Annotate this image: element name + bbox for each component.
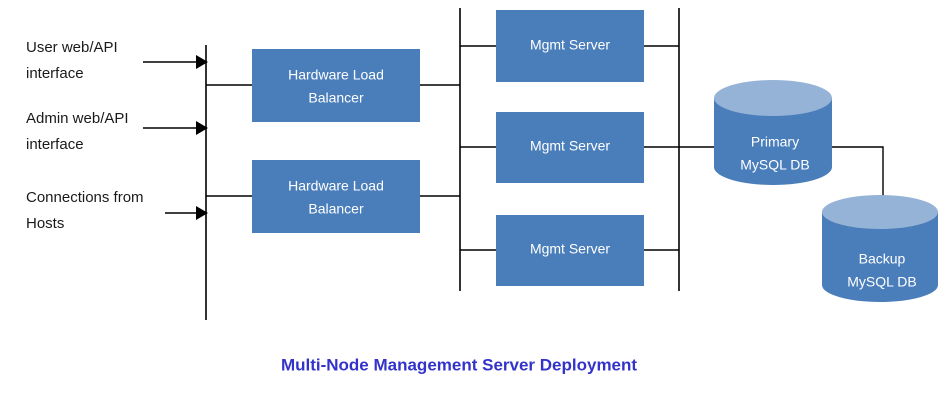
node-mgmt-server-1[interactable]: Mgmt Server bbox=[496, 10, 644, 82]
input-label-hosts-line2: Hosts bbox=[26, 215, 64, 232]
primary-db-label-line1: Primary bbox=[751, 134, 799, 150]
input-arrow-admin bbox=[143, 121, 208, 135]
lb-1-label-line1: Hardware Load bbox=[288, 67, 384, 83]
node-mgmt-server-2[interactable]: Mgmt Server bbox=[496, 112, 644, 183]
input-label-connections-from-hosts: Connections from Hosts bbox=[26, 189, 144, 232]
primary-db-label-line2: MySQL DB bbox=[740, 157, 810, 173]
backup-db-label-line1: Backup bbox=[859, 251, 906, 267]
node-hardware-load-balancer-2[interactable]: Hardware Load Balancer bbox=[252, 160, 420, 233]
input-label-user-web-api: User web/API interface bbox=[26, 39, 118, 82]
node-hardware-load-balancer-1[interactable]: Hardware Load Balancer bbox=[252, 49, 420, 122]
mgmt-server-1-label: Mgmt Server bbox=[530, 37, 610, 53]
input-arrow-user bbox=[143, 55, 208, 69]
mgmt-server-2-label: Mgmt Server bbox=[530, 138, 610, 154]
mgmt-server-3-label: Mgmt Server bbox=[530, 241, 610, 257]
input-label-admin-line2: interface bbox=[26, 136, 84, 153]
backup-db-label-line2: MySQL DB bbox=[847, 274, 917, 290]
lb-1-label-line2: Balancer bbox=[308, 90, 364, 106]
input-label-hosts-line1: Connections from bbox=[26, 189, 144, 206]
connector-primary-to-backup-db bbox=[830, 146, 884, 212]
input-label-admin-web-api: Admin web/API interface bbox=[26, 110, 129, 153]
input-label-user-line2: interface bbox=[26, 65, 84, 82]
diagram-title: Multi-Node Management Server Deployment bbox=[281, 355, 637, 374]
input-label-user-line1: User web/API bbox=[26, 39, 118, 56]
input-arrow-hosts bbox=[165, 206, 208, 220]
lb-2-label-line1: Hardware Load bbox=[288, 178, 384, 194]
node-backup-mysql-db[interactable]: Backup MySQL DB bbox=[822, 195, 938, 302]
node-primary-mysql-db[interactable]: Primary MySQL DB bbox=[714, 80, 832, 185]
lb-2-label-line2: Balancer bbox=[308, 201, 364, 217]
input-label-admin-line1: Admin web/API bbox=[26, 110, 129, 127]
node-mgmt-server-3[interactable]: Mgmt Server bbox=[496, 215, 644, 286]
